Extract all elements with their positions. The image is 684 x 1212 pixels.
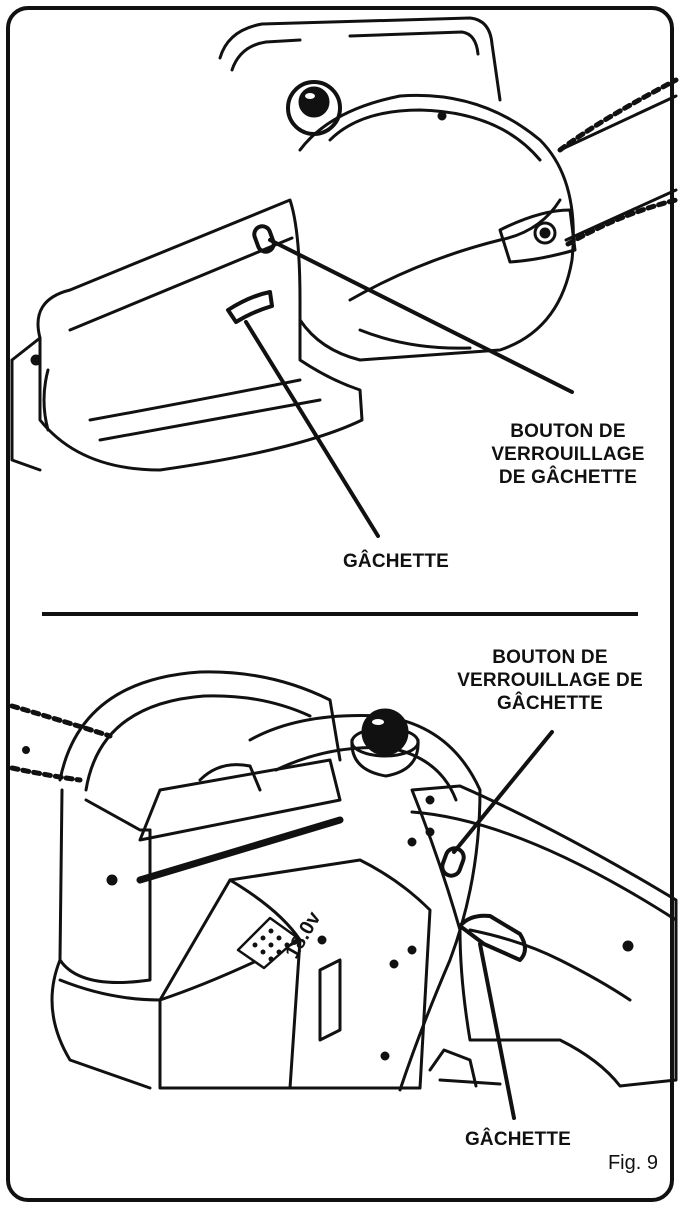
- bottom-housing: [248, 714, 482, 1092]
- bottom-trigger-leader-line: [478, 942, 516, 1120]
- top-lock-button-label: BOUTON DE VERROUILLAGE DE GÂCHETTE: [491, 421, 645, 488]
- bottom-trigger-shape: [458, 913, 527, 962]
- top-oil-knob: [286, 80, 342, 136]
- battery-vent-grid: [236, 916, 300, 970]
- bottom-grip: [410, 784, 678, 1088]
- battery-pack: [158, 858, 432, 1090]
- top-trigger-label: GÂCHETTE: [342, 551, 450, 572]
- top-lock-leader-line: [268, 238, 574, 394]
- top-trigger-leader-line: [244, 320, 380, 538]
- top-housing: [298, 93, 575, 362]
- bottom-lock-button-label: BOUTON DE VERROUILLAGE DE GÂCHETTE: [457, 647, 643, 714]
- top-chainsaw-illustration: [10, 16, 679, 538]
- figure-frame: [6, 6, 674, 1202]
- top-grip: [36, 198, 364, 472]
- bottom-trigger-label: GÂCHETTE: [464, 1129, 572, 1150]
- top-trigger-shape: [226, 290, 274, 324]
- figure-caption: Fig. 9: [607, 1152, 658, 1174]
- top-rear-handle: [218, 16, 502, 102]
- top-guide-bar: [557, 77, 679, 247]
- bottom-lock-leader-line: [452, 730, 554, 854]
- bottom-guide-bar: [9, 703, 113, 783]
- section-divider: [42, 612, 638, 616]
- bottom-rear-handle: [58, 670, 342, 782]
- battery-voltage-text: 18.0v: [281, 907, 326, 962]
- top-lock-button-shape: [252, 224, 276, 254]
- bottom-oil-knob: [350, 708, 420, 778]
